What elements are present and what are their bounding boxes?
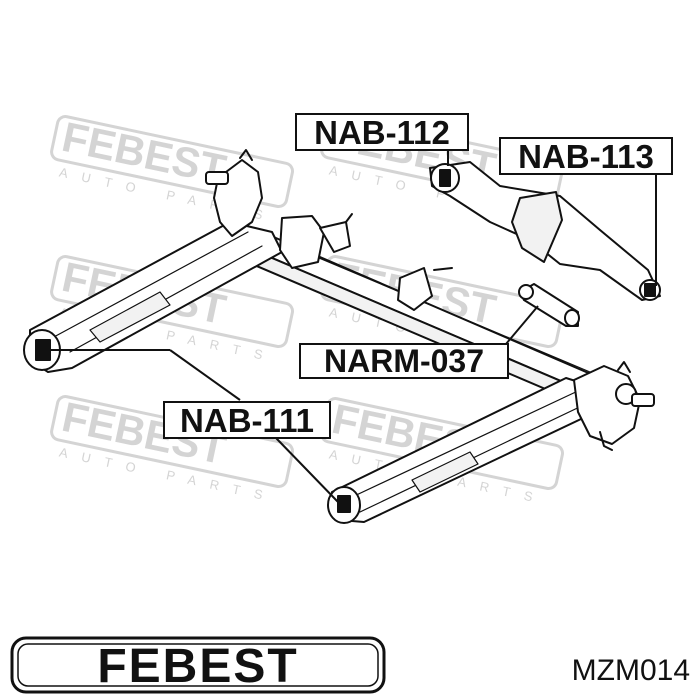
svg-text:NAB-112: NAB-112 <box>314 114 450 151</box>
leader-nab-111-b <box>169 349 241 401</box>
lateral-link-narm-037 <box>518 283 580 327</box>
beam-bracket-left <box>279 215 325 269</box>
svg-text:FEBEST: FEBEST <box>97 640 298 693</box>
beam-bracket-center <box>397 267 433 311</box>
right-knuckle <box>573 365 641 445</box>
upper-control-arm <box>429 161 661 301</box>
leader-narm-037 <box>505 305 539 345</box>
part-number: MZM014 <box>572 654 690 687</box>
rear-suspension-drawing <box>23 149 661 524</box>
leader-lines <box>48 150 657 503</box>
svg-text:NARM-037: NARM-037 <box>324 343 484 379</box>
part-labels: NAB-112 NAB-113 NARM-037 NAB-111 <box>163 113 673 439</box>
label-narm-037: NARM-037 <box>299 343 509 379</box>
leader-nab-111-c <box>275 437 339 503</box>
bushing-nab-111-right <box>327 486 361 524</box>
label-nab-111: NAB-111 <box>163 401 331 439</box>
label-nab-112: NAB-112 <box>295 113 469 151</box>
svg-text:NAB-111: NAB-111 <box>180 402 314 439</box>
febest-logo: FEBEST <box>10 636 386 694</box>
bushing-nab-111-left <box>23 329 61 371</box>
label-nab-113: NAB-113 <box>499 137 673 175</box>
svg-text:NAB-113: NAB-113 <box>518 138 654 175</box>
